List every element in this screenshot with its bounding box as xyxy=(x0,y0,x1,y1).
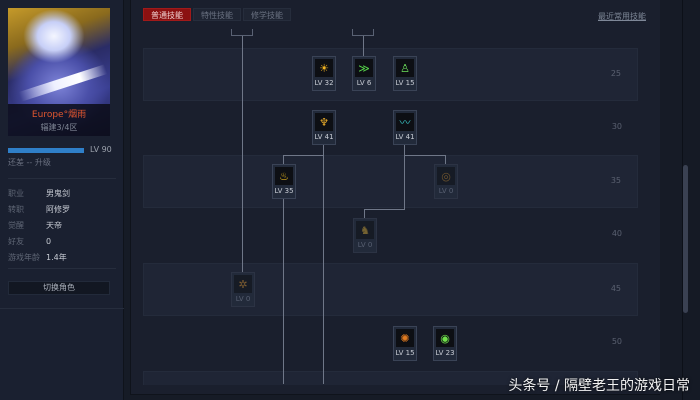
character-portrait: Europe°烟雨 辐建3/4区 xyxy=(8,8,110,136)
tab-normal-skills[interactable]: 普通技能 xyxy=(143,8,191,21)
info-row-class: 职业 男鬼剑 xyxy=(8,186,118,202)
skill-slot[interactable]: ◉ LV 23 xyxy=(433,326,457,361)
level-band-30: 30 xyxy=(143,102,638,155)
info-key: 职业 xyxy=(8,189,24,198)
tab-study-skills[interactable]: 修学技能 xyxy=(243,8,291,21)
skill-level: LV 32 xyxy=(314,79,334,87)
skill-level: LV 41 xyxy=(314,133,334,141)
skill-slot[interactable]: ✲ LV 0 xyxy=(231,272,255,307)
connector-line xyxy=(364,209,365,219)
level-label-30: 30 xyxy=(611,122,622,131)
offscreen-skill-stub xyxy=(352,29,374,36)
skill-slot[interactable]: ♞ LV 0 xyxy=(353,218,377,253)
skill-level: LV 15 xyxy=(395,349,415,357)
connector-line xyxy=(404,155,446,156)
character-name: Europe°烟雨 xyxy=(31,110,87,120)
skill-level: LV 0 xyxy=(235,295,251,303)
rune-circle-icon: ✲ xyxy=(234,275,252,293)
golden-warrior-icon: ♞ xyxy=(356,221,374,239)
watermark: 头条号 / 隔壁老王的游戏日常 xyxy=(508,378,690,394)
level-label: LV 90 xyxy=(90,145,112,154)
info-value: 阿修罗 xyxy=(46,205,70,214)
connector-line xyxy=(283,199,284,384)
offscreen-skill-stub xyxy=(231,29,253,36)
flame-icon: ♨ xyxy=(275,167,293,185)
level-band-50: 50 xyxy=(143,317,638,370)
level-label-45: 45 xyxy=(610,284,621,293)
skill-slot[interactable]: ◎ LV 0 xyxy=(434,164,458,199)
golden-buddha-icon: ♆ xyxy=(315,113,333,131)
level-row: LV 90 xyxy=(8,145,118,156)
connector-line xyxy=(242,36,243,274)
level-label-50: 50 xyxy=(611,337,622,346)
info-row-game-age: 游戏年龄 1.4年 xyxy=(8,250,118,266)
info-key: 觉醒 xyxy=(8,221,24,230)
info-key: 游戏年龄 xyxy=(8,253,40,262)
divider xyxy=(8,268,116,269)
dark-eye-icon: ◎ xyxy=(437,167,455,185)
upgrade-text: 还差 -- 升级 xyxy=(8,158,51,167)
skill-grid: 25 30 35 40 45 50 ☀ LV 32 ≫ LV 6 ♙ xyxy=(143,29,650,385)
skill-slot[interactable]: ✺ LV 15 xyxy=(393,326,417,361)
switch-character-button[interactable]: 切换角色 xyxy=(8,281,110,295)
server-name: 辐建3/4区 xyxy=(40,123,78,132)
connector-line xyxy=(323,139,324,384)
character-info: 职业 男鬼剑 转职 阿修罗 觉醒 天帝 好友 0 游戏年龄 1.4年 xyxy=(8,186,118,266)
skill-slot[interactable]: ≫ LV 6 xyxy=(352,56,376,91)
info-value: 0 xyxy=(46,237,52,246)
level-label-35: 35 xyxy=(610,176,621,185)
level-label-25: 25 xyxy=(610,69,621,78)
connector-line xyxy=(363,36,364,56)
skill-slot[interactable]: ♙ LV 15 xyxy=(393,56,417,91)
recent-skills-link[interactable]: 最近常用技能 xyxy=(598,12,646,21)
level-band-25: 25 xyxy=(143,48,638,101)
skill-slot[interactable]: ♆ LV 41 xyxy=(312,110,336,145)
info-row-friends: 好友 0 xyxy=(8,234,118,250)
portrait-namebar: Europe°烟雨 辐建3/4区 xyxy=(8,104,110,136)
orange-burst-icon: ✺ xyxy=(396,329,414,347)
scrollbar-thumb[interactable] xyxy=(683,165,688,313)
info-value: 男鬼剑 xyxy=(46,189,70,198)
level-progress-bar xyxy=(8,148,84,153)
skill-level: LV 23 xyxy=(435,349,455,357)
skill-tree-panel: 普通技能 特性技能 修学技能 最近常用技能 25 30 35 40 45 50 … xyxy=(130,0,660,395)
tab-trait-skills[interactable]: 特性技能 xyxy=(193,8,241,21)
profile-panel: Europe°烟雨 辐建3/4区 LV 90 还差 -- 升级 职业 男鬼剑 转… xyxy=(0,0,124,400)
connector-line xyxy=(364,209,405,210)
level-band-45: 45 xyxy=(143,263,638,316)
level-band-40: 40 xyxy=(143,209,638,262)
info-row-awakening: 觉醒 天帝 xyxy=(8,218,118,234)
level-band-35: 35 xyxy=(143,155,638,208)
connector-line xyxy=(445,155,446,165)
skill-slot[interactable]: 〰 LV 41 xyxy=(393,110,417,145)
green-figure-icon: ♙ xyxy=(396,59,414,77)
skill-level: LV 35 xyxy=(274,187,294,195)
skill-slot[interactable]: ☀ LV 32 xyxy=(312,56,336,91)
skill-level: LV 0 xyxy=(357,241,373,249)
skill-tabs: 普通技能 特性技能 修学技能 xyxy=(143,8,291,21)
skill-level: LV 0 xyxy=(438,187,454,195)
green-slash-icon: ≫ xyxy=(355,59,373,77)
connector-line xyxy=(404,139,405,209)
info-value: 天帝 xyxy=(46,221,62,230)
info-key: 转职 xyxy=(8,205,24,214)
level-label-40: 40 xyxy=(611,229,622,238)
info-row-subclass: 转职 阿修罗 xyxy=(8,202,118,218)
skill-level: LV 6 xyxy=(356,79,372,87)
connector-line xyxy=(283,155,284,165)
level-band-55 xyxy=(143,371,638,385)
info-value: 1.4年 xyxy=(46,253,67,262)
connector-line xyxy=(283,155,324,156)
skill-level: LV 15 xyxy=(395,79,415,87)
sun-face-icon: ☀ xyxy=(315,59,333,77)
cyan-wave-icon: 〰 xyxy=(396,113,414,131)
green-eye-icon: ◉ xyxy=(436,329,454,347)
info-key: 好友 xyxy=(8,237,24,246)
divider xyxy=(0,308,124,309)
skill-level: LV 41 xyxy=(395,133,415,141)
divider xyxy=(8,178,116,179)
skill-slot[interactable]: ♨ LV 35 xyxy=(272,164,296,199)
